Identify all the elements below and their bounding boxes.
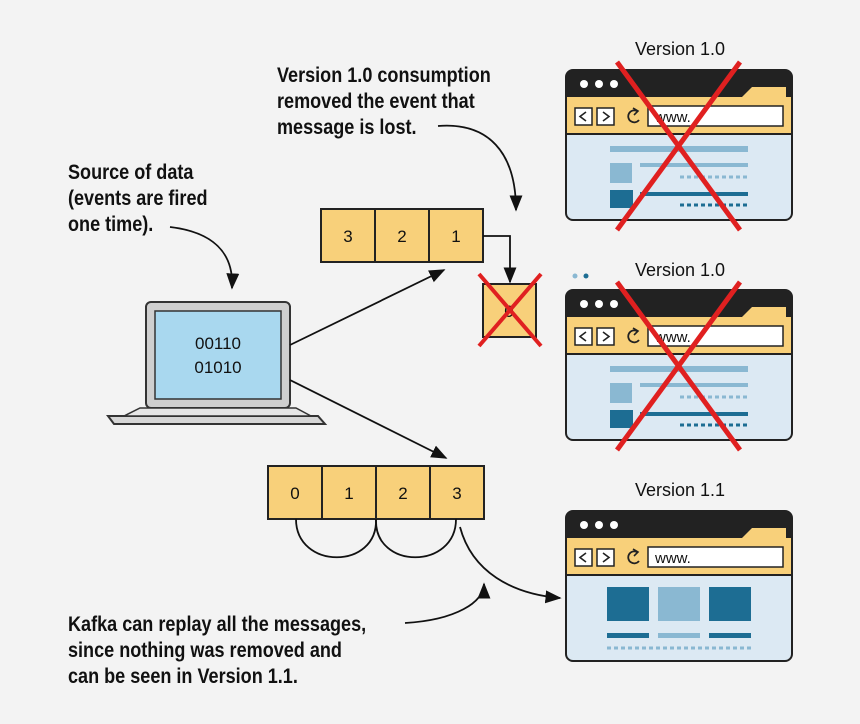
- arrow-to-removed-event: [483, 235, 517, 284]
- window-dot-icon: [595, 300, 603, 308]
- arrow-to-top-queue: [289, 269, 446, 346]
- callout-arrow-replay: [404, 582, 491, 624]
- queue-cell: [428, 208, 484, 263]
- chevron-right-icon[interactable]: [596, 327, 615, 346]
- tab[interactable]: [742, 528, 786, 538]
- content-tile: [607, 587, 649, 621]
- kafka-replay-note: Kafka can replay all the messages, since…: [68, 613, 367, 688]
- log-cell-label: 2: [398, 484, 407, 503]
- log-cell: [375, 465, 431, 520]
- browser-version-label: Version 1.1: [635, 480, 725, 500]
- chevron-left-icon[interactable]: [574, 327, 593, 346]
- reload-icon[interactable]: [627, 548, 640, 565]
- arrow-to-browser-v11: [459, 526, 562, 604]
- arrows: [169, 124, 562, 624]
- reload-icon[interactable]: [627, 327, 640, 344]
- kafka-log: 0 1 2 3: [267, 465, 485, 559]
- log-cell-label: 1: [344, 484, 353, 503]
- content-tile: [658, 587, 700, 621]
- reload-icon[interactable]: [627, 107, 640, 124]
- queue-cell-label: 2: [397, 227, 406, 246]
- binary-line-1: 00110: [195, 334, 241, 353]
- chevron-right-icon[interactable]: [596, 107, 615, 126]
- log-cell-label: 0: [290, 484, 299, 503]
- window-dot-icon: [580, 300, 588, 308]
- log-cell: [267, 465, 323, 520]
- decorative-dot: [583, 273, 589, 279]
- tab[interactable]: [742, 307, 786, 317]
- red-cross-icon: [614, 60, 743, 232]
- window-dot-icon: [610, 521, 618, 529]
- replay-loops: [295, 518, 457, 559]
- log-cell: [321, 465, 377, 520]
- browser-version-label: Version 1.0: [635, 260, 725, 280]
- red-cross-icon: [614, 280, 743, 452]
- window-dot-icon: [595, 80, 603, 88]
- tab[interactable]: [742, 87, 786, 97]
- arrow-to-kafka-log: [289, 379, 448, 459]
- window-dot-icon: [595, 521, 603, 529]
- removed-event: 0: [477, 272, 543, 348]
- address-bar-text: www.: [654, 550, 691, 567]
- decorative-dot: [572, 273, 578, 279]
- laptop-keyboard: [123, 407, 312, 417]
- laptop-screen: [154, 310, 282, 400]
- red-cross-icon: [477, 272, 543, 348]
- laptop-base: [106, 415, 328, 425]
- consumption-note: Version 1.0 consumption removed the even…: [277, 64, 491, 139]
- callout-arrow-source: [169, 226, 240, 290]
- chevron-left-icon[interactable]: [574, 107, 593, 126]
- window-dot-icon: [580, 521, 588, 529]
- log-cell: [429, 465, 485, 520]
- callout-arrow-consumption: [437, 124, 523, 212]
- log-cell-label: 3: [452, 484, 461, 503]
- queue-cell: [374, 208, 430, 263]
- laptop: 00110 01010: [106, 301, 328, 425]
- window-dot-icon: [580, 80, 588, 88]
- chevron-right-icon[interactable]: [596, 548, 615, 567]
- queue-cell: [320, 208, 376, 263]
- content-tile: [709, 587, 751, 621]
- source-of-data-note: Source of data (events are fired one tim…: [68, 161, 208, 236]
- window-dot-icon: [610, 80, 618, 88]
- address-bar[interactable]: [647, 546, 784, 568]
- browser-window-v11: Version 1.1 www.: [565, 480, 793, 662]
- chevron-left-icon[interactable]: [574, 548, 593, 567]
- binary-line-2: 01010: [194, 358, 241, 377]
- browser-window-v10-a: Version 1.0 www.: [565, 39, 793, 232]
- queue-cell-label: 1: [451, 227, 460, 246]
- top-queue: 3 2 1: [320, 208, 484, 263]
- page-content: [607, 587, 751, 650]
- queue-cell-label: 3: [343, 227, 352, 246]
- browser-window-v10-b: Version 1.0 www.: [565, 260, 793, 452]
- browser-version-label: Version 1.0: [635, 39, 725, 59]
- address-bar[interactable]: [647, 105, 784, 127]
- window-dot-icon: [610, 300, 618, 308]
- address-bar[interactable]: [647, 325, 784, 347]
